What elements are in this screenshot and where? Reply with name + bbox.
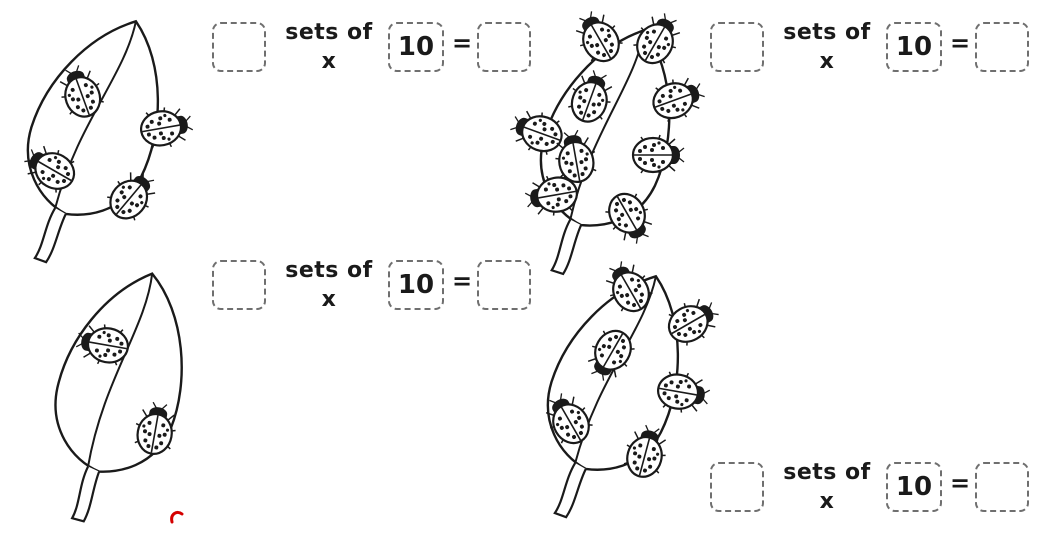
worksheet: sets of x 10 = sets of x 10 = sets of x … xyxy=(0,0,1040,528)
leaf-3 xyxy=(24,256,211,528)
answer-box-sets[interactable] xyxy=(212,260,266,310)
answer-box-sets[interactable] xyxy=(710,22,764,72)
problem-2: sets of x 10 = xyxy=(710,20,1040,110)
problem-1: sets of x 10 = xyxy=(212,20,542,110)
factor-box: 10 xyxy=(886,462,942,512)
factor-box: 10 xyxy=(886,22,942,72)
answer-box-product[interactable] xyxy=(477,260,531,310)
equals-sign: = xyxy=(452,29,473,57)
sets-of-label: sets of x xyxy=(285,258,373,312)
red-mark-icon xyxy=(170,510,184,524)
illustrations xyxy=(0,0,727,528)
equals-sign: = xyxy=(950,469,971,497)
ladybug-icon xyxy=(631,133,686,177)
factor-box: 10 xyxy=(388,260,444,310)
equals-sign: = xyxy=(452,267,473,295)
answer-box-sets[interactable] xyxy=(212,22,266,72)
problem-4: sets of x 10 = xyxy=(710,460,1040,550)
sets-of-label: sets of x xyxy=(783,460,871,514)
answer-box-sets[interactable] xyxy=(710,462,764,512)
sets-of-label: sets of x xyxy=(285,20,373,74)
answer-box-product[interactable] xyxy=(975,462,1029,512)
problem-3: sets of x 10 = xyxy=(212,258,542,348)
equals-sign: = xyxy=(950,29,971,57)
answer-box-product[interactable] xyxy=(477,22,531,72)
factor-box: 10 xyxy=(388,22,444,72)
answer-box-product[interactable] xyxy=(975,22,1029,72)
sets-of-label: sets of x xyxy=(783,20,871,74)
